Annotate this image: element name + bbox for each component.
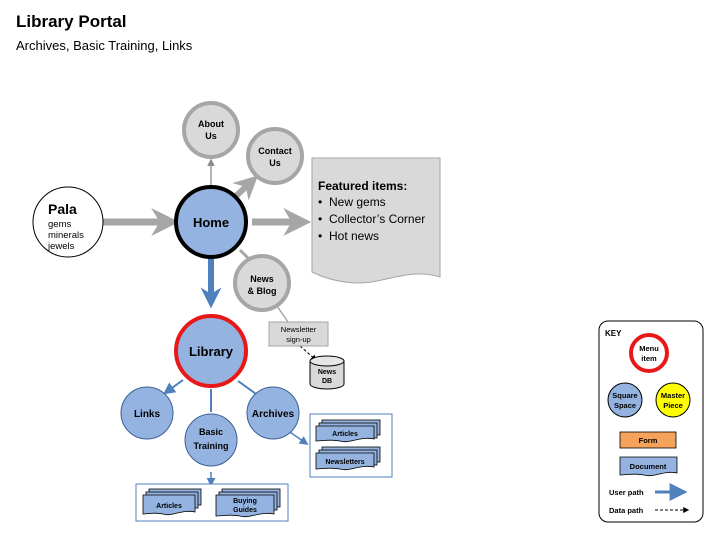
- key-square-space-swatch: [607, 382, 643, 418]
- featured-item: New gems: [329, 195, 386, 209]
- buying-guides-doc[interactable]: Buying Guides: [215, 488, 281, 518]
- pala-node: Pala gems minerals jewels: [32, 186, 104, 258]
- library-to-archives-line: [237, 380, 257, 395]
- news-blog-label: & Blog: [248, 286, 277, 296]
- links-node[interactable]: Links: [120, 386, 174, 440]
- news-db-label: News: [318, 369, 336, 376]
- training-documents-group: Articles Buying Guides: [135, 483, 289, 522]
- archives-articles-label: Articles: [332, 431, 358, 438]
- basic-training-label: Basic: [199, 427, 223, 437]
- archives-label: Archives: [252, 409, 295, 420]
- key-master-piece-label: Master: [661, 391, 685, 400]
- news-to-signup-line: [276, 305, 289, 323]
- home-node[interactable]: Home: [174, 185, 248, 259]
- library-label: Library: [189, 344, 234, 359]
- training-articles-doc[interactable]: Articles: [142, 488, 202, 516]
- about-label: Us: [205, 131, 217, 141]
- page-title: Library Portal: [16, 12, 127, 31]
- key-data-path-label: Data path: [609, 506, 644, 515]
- pala-item: minerals: [48, 230, 84, 241]
- pala-title: Pala: [48, 201, 77, 217]
- page-subtitle: Archives, Basic Training, Links: [16, 38, 193, 53]
- contact-label: Us: [269, 158, 281, 168]
- archives-newsletters-doc[interactable]: Newsletters: [315, 446, 381, 471]
- buying-guides-label: Guides: [233, 507, 257, 514]
- key-user-path-label: User path: [609, 488, 644, 497]
- contact-us-node[interactable]: Contact Us: [246, 127, 304, 185]
- featured-item: Hot news: [329, 229, 379, 243]
- basic-training-label: Training: [193, 441, 228, 451]
- key-square-space-label: Space: [614, 401, 636, 410]
- key-document-label: Document: [630, 462, 667, 471]
- featured-bullet: •: [318, 195, 322, 209]
- featured-bullet: •: [318, 229, 322, 243]
- links-label: Links: [134, 409, 161, 420]
- key-square-space-label: Square: [612, 391, 637, 400]
- archives-newsletters-label: Newsletters: [325, 459, 364, 466]
- home-to-contact-arrow: [232, 175, 259, 201]
- contact-label: Contact: [258, 146, 292, 156]
- key-title: KEY: [605, 329, 622, 338]
- key-form-label: Form: [639, 436, 658, 445]
- news-blog-label: News: [250, 274, 274, 284]
- featured-heading: Featured items:: [318, 179, 407, 193]
- key-master-piece-swatch: [655, 382, 691, 418]
- legend-key: KEY Menu item Square Space Master Piece …: [598, 320, 704, 523]
- training-articles-label: Articles: [156, 503, 182, 510]
- key-form-swatch: [619, 431, 677, 449]
- featured-item: Collector’s Corner: [329, 212, 425, 226]
- basic-training-node[interactable]: Basic Training: [184, 413, 238, 467]
- pala-item: jewels: [47, 241, 75, 252]
- key-menu-item-swatch: [629, 333, 669, 373]
- buying-guides-label: Buying: [233, 498, 257, 505]
- archives-node[interactable]: Archives: [246, 386, 300, 440]
- featured-bullet: •: [318, 212, 322, 226]
- news-db-cylinder: News DB: [309, 355, 345, 390]
- archives-documents-group: Articles Newsletters: [309, 413, 393, 478]
- key-document-swatch: [619, 456, 678, 477]
- key-menu-item-label: item: [641, 354, 657, 363]
- news-blog-node[interactable]: News & Blog: [233, 254, 291, 312]
- signup-label: sign-up: [286, 335, 311, 344]
- home-label: Home: [193, 215, 229, 230]
- about-label: About: [198, 119, 224, 129]
- key-master-piece-label: Piece: [663, 401, 683, 410]
- news-db-label: DB: [322, 378, 332, 385]
- library-to-links-arrow: [163, 379, 184, 395]
- archives-to-docs-arrow: [289, 431, 309, 446]
- key-menu-item-label: Menu: [639, 344, 659, 353]
- newsletter-signup-form[interactable]: Newsletter sign-up: [268, 321, 329, 347]
- pala-item: gems: [48, 219, 71, 230]
- about-us-node[interactable]: About Us: [182, 101, 240, 159]
- library-node[interactable]: Library: [174, 314, 248, 388]
- archives-articles-doc[interactable]: Articles: [315, 419, 381, 443]
- signup-label: Newsletter: [281, 325, 317, 334]
- featured-items-panel: Featured items: • New gems • Collector’s…: [311, 157, 441, 284]
